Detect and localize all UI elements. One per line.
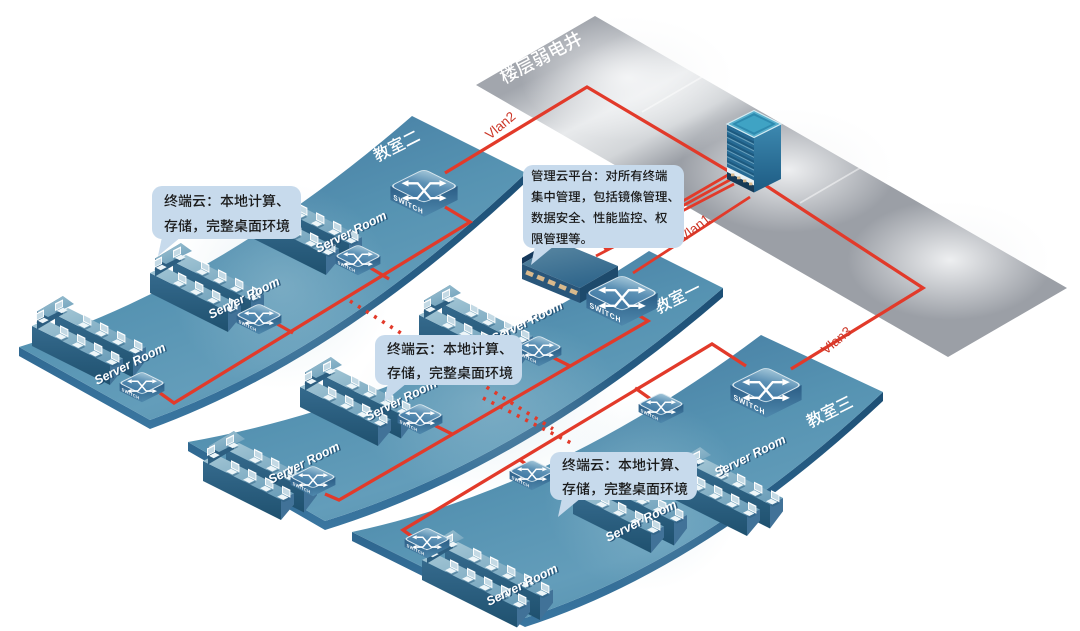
svg-text:Vlan2: Vlan2 <box>482 109 518 143</box>
svg-text:Vlan3: Vlan3 <box>818 324 854 358</box>
